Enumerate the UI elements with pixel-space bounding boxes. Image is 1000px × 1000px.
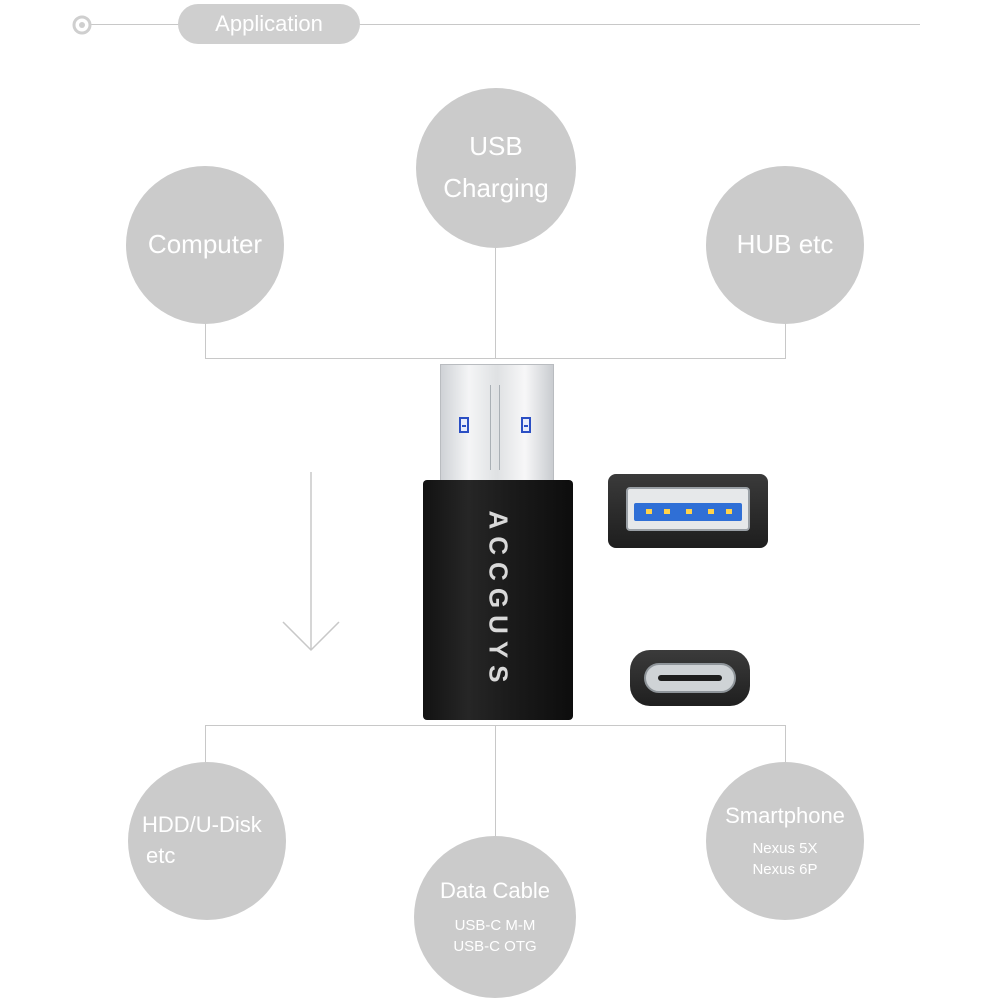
data-cable-title: Data Cable <box>439 877 551 903</box>
down-arrow-icon <box>282 472 340 652</box>
smartphone-sub-1: Nexus 5X <box>752 839 818 857</box>
circle-dot-icon <box>72 15 92 35</box>
port-pin <box>646 509 652 514</box>
header-divider <box>90 24 920 25</box>
usb-a-port-tongue <box>634 503 742 521</box>
usb-a-plug <box>440 364 554 484</box>
port-pin <box>686 509 692 514</box>
section-title: Application <box>178 4 360 44</box>
port-pin <box>664 509 670 514</box>
connector-usb-charging <box>495 240 496 358</box>
computer-label: Computer <box>147 229 263 260</box>
hub-label: HUB etc <box>736 229 834 260</box>
usb-c-port-inner <box>644 663 736 693</box>
port-pin <box>708 509 714 514</box>
hdd-label: HDD/U-Disk <box>142 812 262 838</box>
top-bus-line <box>205 358 786 359</box>
connector-smartphone <box>785 725 786 775</box>
usb-a-port <box>608 474 768 548</box>
hub-circle: HUB etc <box>706 166 864 324</box>
smartphone-title: Smartphone <box>725 802 845 828</box>
data-cable-circle: Data Cable USB-C M-M USB-C OTG <box>414 836 576 998</box>
port-pin <box>726 509 732 514</box>
usb-a-contact-slot <box>521 417 531 433</box>
connector-data-cable <box>495 725 496 840</box>
charging-label: Charging <box>443 173 549 203</box>
hdd-etc-label: etc <box>146 843 176 868</box>
usb-label: USB <box>469 131 523 162</box>
brand-label: ACCGUYS <box>483 510 514 690</box>
connector-hub <box>785 300 786 358</box>
adapter-body <box>423 480 573 720</box>
connector-computer <box>205 300 206 358</box>
usb-a-port-inner <box>626 487 750 531</box>
data-cable-sub-2: USB-C OTG <box>453 938 537 956</box>
data-cable-sub-1: USB-C M-M <box>454 916 536 934</box>
usb-charging-circle: USB Charging <box>416 88 576 248</box>
computer-circle: Computer <box>126 166 284 324</box>
connector-hdd <box>205 725 206 775</box>
usb-a-groove <box>490 385 500 470</box>
usb-c-port <box>630 650 750 706</box>
smartphone-circle: Smartphone Nexus 5X Nexus 6P <box>706 762 864 920</box>
usb-c-port-tongue <box>658 675 722 681</box>
hdd-circle: HDD/U-Disk etc <box>128 762 286 920</box>
usb-a-contact-slot <box>459 417 469 433</box>
smartphone-sub-2: Nexus 6P <box>752 861 818 879</box>
